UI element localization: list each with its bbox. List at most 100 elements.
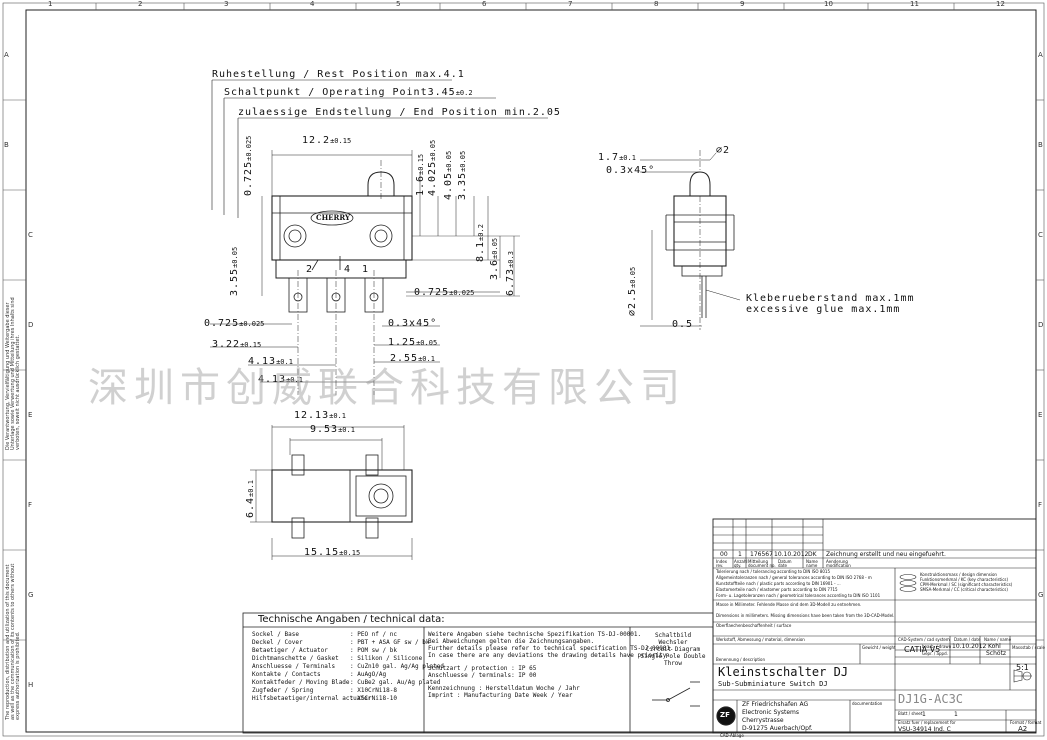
company-line: D-91275 Auerbach/Opf. [742, 725, 813, 732]
grid-col-10: 10 [824, 0, 833, 8]
rev-header-index: Index [716, 559, 728, 564]
cherry-logo: CHERRY [316, 213, 350, 222]
circuit-caption-de2: Wechsler [658, 639, 688, 646]
mm-note-en: Dimensions in millimeters. Missing dimen… [716, 613, 895, 618]
operating-value: 3.45 [427, 87, 456, 98]
circuit-caption-en: Circuit Diagram [645, 646, 701, 653]
rev-header-name-en: name [806, 563, 818, 568]
dim-4-05-vertical: 4.05±0.05 [443, 150, 454, 200]
tech-row-label: Hilfsbetaetiger/internal actuator [252, 695, 372, 702]
tech-row-label: Kontaktfeder / Moving Blade [252, 679, 350, 686]
tolerance-note: Tolerierung nach / tolerancing according… [716, 569, 831, 574]
end-position-label: zulaessige Endstellung / End Position mi… [238, 107, 561, 118]
dim-4-13-upper: 4.13±0.1 [248, 356, 293, 367]
tech-row-label: Betaetiger / Actuator [252, 647, 328, 654]
scale-label: Massstab / scale [1012, 645, 1045, 650]
cad-system-label: CAD-System / cad system [898, 637, 950, 642]
grid-row-d-right: D [1038, 321, 1044, 329]
tech-row-value: : AuAgO/Ag [350, 671, 387, 678]
operating-point-label: Schaltpunkt / Operating Point3.45±0.2 [224, 88, 473, 98]
weight-label: Gewicht / weight [862, 645, 896, 650]
grid-row-g: G [28, 591, 34, 599]
copyright-note-top: Die Verantwortung, Vervielfältigung und … [5, 297, 21, 450]
grid-ticks [3, 3, 1044, 641]
tech-data-title: Technische Angaben / technical data: [258, 614, 445, 625]
pin-label-1: 1 [362, 264, 370, 275]
material-label: Werkstoff, Abmessung / material, dimensi… [716, 637, 805, 642]
legend-item: CPM-Merkmal / SC (significant characteri… [920, 582, 1013, 587]
grid-row-e: E [28, 411, 33, 419]
tech-row-value: : PBT + ASA GF sw / bk [350, 639, 430, 646]
rest-position-label: Ruhestellung / Rest Position max.4.1 [212, 69, 465, 80]
grid-col-2: 2 [138, 0, 143, 8]
dim-8-1-vertical: 8.1±0.2 [475, 224, 486, 262]
dim-diameter-2: ∅2 [716, 145, 731, 156]
pin-label-2: 2 [306, 264, 314, 275]
grid-row-b: B [4, 141, 9, 149]
tech-note-line: In case there are any deviations the dra… [428, 652, 671, 659]
rev-header-date-en: date [778, 563, 788, 568]
rev-header-qty-en: qty. [734, 563, 742, 568]
dim-0-5-side: 0.5 [672, 319, 694, 330]
dim-12-13: 12.13±0.1 [294, 410, 346, 421]
grid-col-3: 3 [224, 0, 229, 8]
tech-note-line: Bei Abweichungen gelten die Zeichnungsan… [428, 638, 595, 645]
tech-row-label: Sockel / Base [252, 631, 299, 638]
grid-col-11: 11 [910, 0, 919, 8]
scale-value: 5:1 [1016, 663, 1029, 672]
tolerance-note: Allgemeintoleranzen nach / general toler… [716, 575, 872, 580]
grid-col-7: 7 [568, 0, 573, 8]
tech-row-label: Kontakte / Contacts [252, 671, 321, 678]
surface-label: Oberflaechenbeschaffenheit / surface [716, 623, 792, 628]
rev-header-date: Datum [778, 559, 792, 564]
tech-row-value: : CuZn10 gal. Ag/Ag plated [350, 663, 444, 670]
legend-item: Konstruktionsmass / design dimension [920, 572, 997, 577]
tech-row-value: : CuBe2 gal. Au/Ag plated [350, 679, 441, 686]
legend-item: SMSA-Merkmal / CC (critical characterist… [920, 587, 1008, 592]
grid-row-f: F [28, 501, 33, 509]
checked-name: Schötz [986, 650, 1007, 657]
grid-row-b-right: B [1038, 141, 1043, 149]
grid-row-g-right: G [1038, 591, 1044, 599]
dim-6-73-vertical: 6.73±0.3 [505, 251, 516, 296]
doc-label: documentation [852, 701, 883, 706]
rev-doc: 176567 [750, 551, 773, 558]
rev-header-index-en: rev. [716, 563, 724, 568]
dim-1-25: 1.25±0.05 [388, 337, 438, 348]
tech-row-value: : Silikon / Silicone [350, 655, 423, 662]
side-view-geometry [640, 150, 741, 330]
copyright-note-bottom: The reproduction, distribution and utili… [5, 563, 21, 720]
title-block-lines [712, 518, 1037, 734]
grid-col-8: 8 [654, 0, 659, 8]
dim-4-13-lower: 4.13±0.1 [258, 374, 303, 385]
circuit-caption-de: Schaltbild [654, 632, 692, 639]
grid-row-a-right: A [1038, 51, 1043, 59]
tech-note-line: Weitere Angaben siehe technische Spezifi… [428, 631, 642, 638]
rev-header-name: Name [806, 559, 818, 564]
terminals-line: Anschluesse / terminals: IP 00 [428, 672, 537, 679]
rev-count: 1 [738, 551, 742, 558]
grid-row-h: H [28, 681, 34, 689]
company-line: Cherrystrasse [742, 717, 784, 724]
dim-4-025-vertical: 4.025±0.05 [427, 139, 438, 196]
cad-system-value: CATIA V5 [904, 645, 941, 654]
watermark: 深圳市创威联合科技有限公司 [88, 365, 686, 411]
legend-item: Funktionsmerkmal / KC (key characteristi… [920, 577, 1009, 582]
grid-row-a: A [4, 51, 9, 59]
drawing-number: DJ1G-AC3C [898, 692, 964, 706]
top-view-geometry [250, 425, 413, 560]
company-line: ZF Friedrichshafen AG [742, 701, 809, 708]
rev-date: 10.10.2012 [774, 551, 809, 558]
grid-row-e-right: E [1038, 411, 1043, 419]
front-view-geometry [210, 79, 548, 395]
grid-row-c: C [28, 231, 33, 239]
designation-label: Benennung / description [716, 657, 766, 662]
dim-chamfer-side: 0.3x45° [606, 165, 656, 176]
operating-tol: ±0.2 [455, 89, 473, 97]
dim-15-15: 15.15±0.15 [304, 547, 361, 558]
dim-width-12-2: 12.2±0.15 [302, 135, 352, 146]
rev-index: 00 [720, 551, 728, 558]
